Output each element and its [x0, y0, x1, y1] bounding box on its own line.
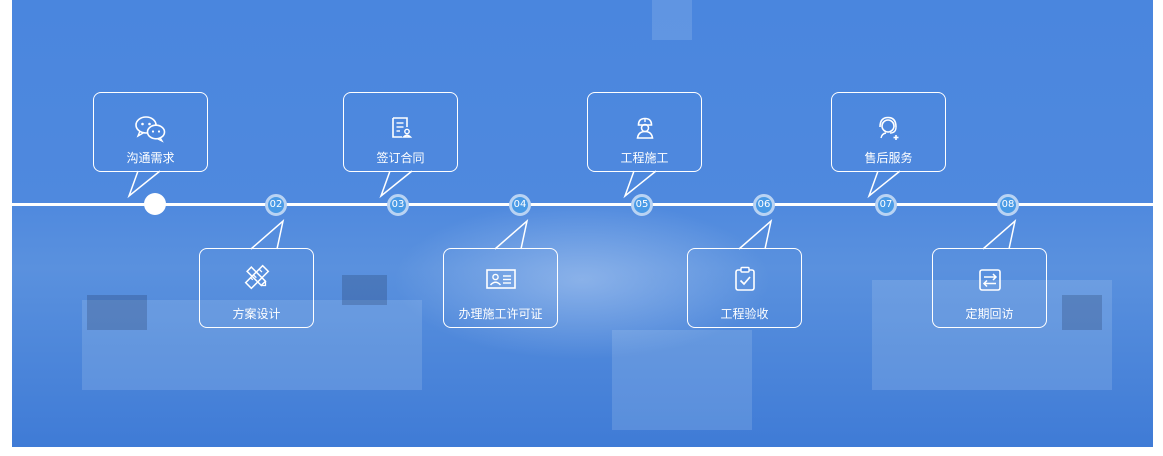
step-6-card: 工程验收	[687, 248, 802, 328]
step-4-card: 办理施工许可证	[443, 248, 558, 328]
contract-sign-icon	[391, 117, 412, 138]
step-2-label: 方案设计	[232, 307, 281, 321]
step-3-number: 03	[387, 194, 409, 216]
timeline-line	[12, 203, 1153, 206]
return-visit-icon	[978, 269, 1001, 291]
step-5-label: 工程施工	[620, 151, 669, 165]
step-2-bubble-tail	[250, 218, 285, 250]
step-1-node	[144, 193, 166, 215]
step-4-bubble-tail	[494, 218, 529, 250]
step-7-card: 售后服务	[831, 92, 946, 172]
step-5-number: 05	[631, 194, 653, 216]
step-8-card: 定期回访	[932, 248, 1047, 328]
construction-worker-icon	[636, 117, 653, 139]
background-lab-bench	[82, 300, 422, 390]
step-6-bubble-tail	[738, 218, 773, 250]
step-3-bubble-tail	[379, 170, 413, 199]
process-timeline-banner: 02 03 04 05 06 07 08	[12, 0, 1153, 447]
step-2-card: 方案设计	[199, 248, 314, 328]
step-7-number: 07	[875, 194, 897, 216]
step-6-number: 06	[753, 194, 775, 216]
step-3-card: 签订合同	[343, 92, 458, 172]
wechat-icon	[134, 116, 165, 143]
background-lab-bench	[612, 330, 752, 430]
step-5-bubble-tail	[623, 170, 657, 199]
step-8-label: 定期回访	[965, 307, 1014, 321]
step-3-label: 签订合同	[376, 151, 425, 165]
step-1-label: 沟通需求	[126, 151, 175, 165]
permit-id-card-icon	[485, 269, 516, 289]
customer-service-icon	[878, 116, 898, 140]
step-4-label: 办理施工许可证	[458, 307, 543, 321]
step-6-label: 工程验收	[720, 307, 769, 321]
step-1-card: 沟通需求	[93, 92, 208, 172]
background-monitor	[1062, 295, 1102, 330]
step-7-label: 售后服务	[864, 151, 913, 165]
step-8-bubble-tail	[982, 218, 1017, 250]
step-7-bubble-tail	[867, 170, 901, 199]
background-monitor	[87, 295, 147, 330]
background-monitor	[342, 275, 387, 305]
background-lab-bench	[872, 280, 1112, 390]
background-glow	[392, 200, 772, 360]
step-1-bubble-tail	[127, 170, 161, 199]
step-2-number: 02	[265, 194, 287, 216]
step-4-number: 04	[509, 194, 531, 216]
checklist-icon	[734, 266, 755, 291]
step-8-number: 08	[997, 194, 1019, 216]
step-5-card: 工程施工	[587, 92, 702, 172]
design-tools-icon	[244, 264, 269, 290]
background-ceiling-light	[652, 0, 692, 40]
